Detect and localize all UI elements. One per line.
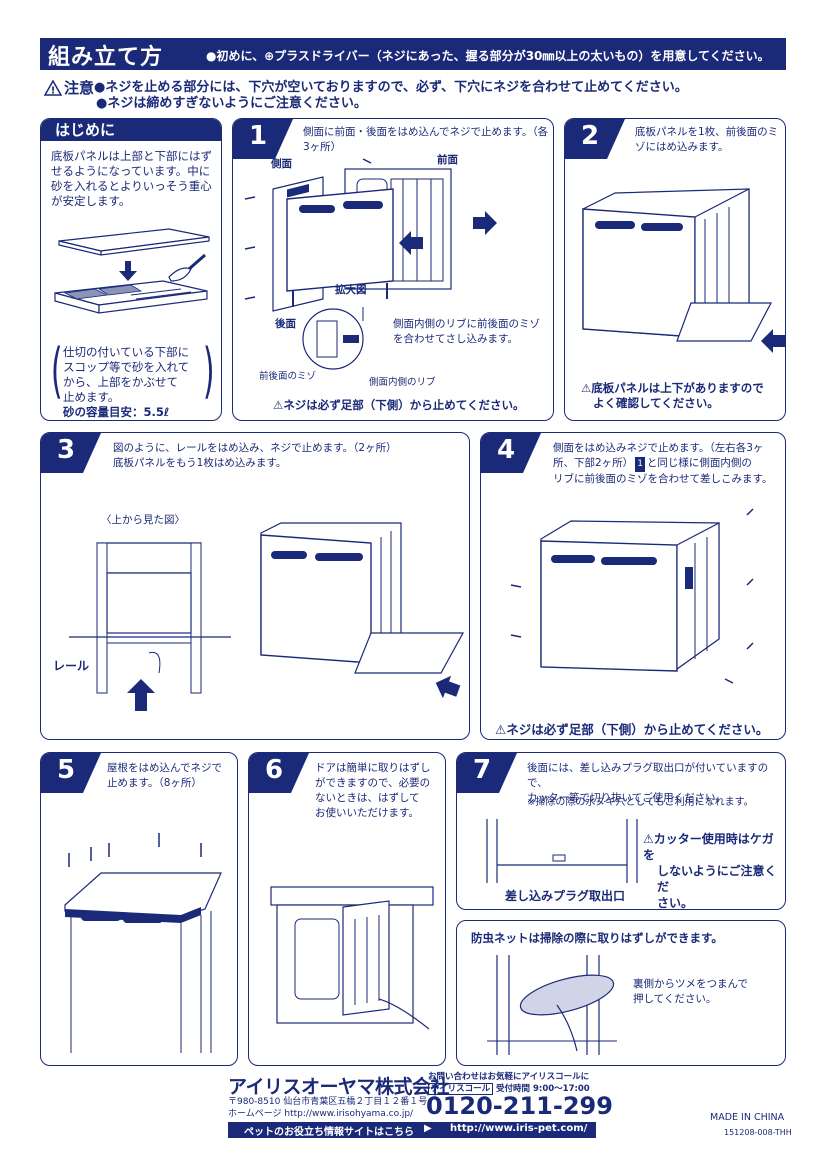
step5-number: 5	[57, 755, 76, 785]
intro-text: 底板パネルは上部と下部にはずせるようになっています。中に砂を入れるとよりいっそう…	[51, 149, 212, 208]
step1-number: 1	[249, 121, 268, 151]
call-info: アイリスコール 受付時間 9:00～17:00	[428, 1082, 590, 1095]
step4-warning: ⚠ネジは必ず足部（下側）から止めてください。	[495, 722, 769, 737]
step2-warning: ⚠底板パネルは上下がありますので よく確認してください。	[581, 381, 764, 410]
label-plug: 差し込みプラグ取出口	[505, 889, 626, 903]
rib-note: 側面内側のリブに前後面のミゾを合わせてさし込みます。	[393, 318, 540, 345]
warning-icon: ⚠	[643, 832, 654, 846]
net-title: 防虫ネットは掃除の際に取りはずしができます。	[471, 931, 723, 945]
step1-ref-icon: 1	[635, 457, 645, 472]
petsite-label: ペットのお役立ち情報サイトはこちら	[244, 1127, 414, 1138]
step2-panel: 2 底板パネルを1枚、前後面のミゾにはめ込みます。 ⚠底板パネルは上下があります…	[564, 118, 786, 421]
step5-text: 屋根をはめ込んでネジで 止めます。（8ヶ所）	[107, 762, 222, 789]
page-subtitle: ●初めに、⊕プラスドライバー（ネジにあった、握る部分が30㎜以上の太いもの）を用…	[206, 49, 770, 63]
step6-illustration	[270, 886, 434, 1030]
warning-icon: ⚠	[273, 398, 284, 412]
step1-text: 側面に前面・後面をはめ込んでネジで止めます。（各3ヶ所）	[303, 126, 549, 153]
caution-line1: ●ネジを止める部分には、下穴が空いておりますので、必ず、下穴にネジを合わせて止め…	[94, 80, 688, 95]
step1-panel: 1 側面に前面・後面をはめ込んでネジで止めます。（各3ヶ所） 側面 前面 拡大図…	[232, 118, 554, 421]
net-text: 裏側からツメをつまんで 押してください。	[633, 978, 748, 1005]
step7-panel: 7 後面には、差し込みプラグ取出口が付いていますので、 カッター等で切り抜いてご…	[456, 752, 786, 910]
sand-volume: 砂の容量目安：5.5ℓ	[63, 405, 170, 419]
intro-sand-text: 仕切の付いている下部に スコップ等で砂を入れて から、上部をかぶせて 止めます。…	[63, 345, 203, 420]
step4-illustration	[510, 508, 754, 684]
label-rib: 側面内側のリブ	[369, 377, 436, 388]
step7-illustration	[486, 819, 638, 883]
step5-illustration	[64, 833, 222, 1053]
label-side: 側面	[271, 158, 292, 170]
label-rail: レール	[53, 659, 90, 673]
step1-warning: ⚠ネジは必ず足部（下側）から止めてください。	[273, 398, 525, 412]
label-front: 前面	[437, 154, 458, 166]
step5-panel: 5 屋根をはめ込んでネジで 止めます。（8ヶ所）	[40, 752, 238, 1066]
petsite-url[interactable]: http://www.iris-pet.com/	[450, 1123, 588, 1134]
step2-text: 底板パネルを1枚、前後面のミゾにはめ込みます。	[635, 126, 779, 153]
net-illustration	[487, 955, 617, 1055]
warning-icon: !	[43, 79, 63, 97]
warning-icon: ⚠	[581, 381, 592, 395]
step2-number: 2	[581, 121, 600, 151]
intro-paren-left: (	[50, 336, 63, 406]
step4-number: 4	[497, 435, 516, 465]
step3-topview-illustration	[69, 542, 231, 711]
inquiry-text: お問い合わせはお気軽にアイリスコールに	[428, 1072, 590, 1082]
step3-text: 図のように、レールをはめ込み、ネジで止めます。（2ヶ所） 底板パネルをもう1枚は…	[113, 442, 397, 469]
call-hours: 受付時間 9:00～17:00	[496, 1084, 590, 1094]
page-title: 組み立て方	[48, 45, 164, 70]
step6-text: ドアは簡単に取りはずし ができますので、必要の ないときは、はずして お使いいた…	[315, 762, 431, 819]
step3-panel: 3 図のように、レールをはめ込み、ネジで止めます。（2ヶ所） 底板パネルをもう1…	[40, 432, 470, 740]
label-back: 後面	[275, 318, 296, 330]
step6-panel: 6 ドアは簡単に取りはずし ができますので、必要の ないときは、はずして お使い…	[248, 752, 446, 1066]
product-code: 151208-008-THH	[724, 1128, 792, 1137]
call-name: アイリスコール	[428, 1083, 494, 1095]
step2-illustration	[582, 188, 785, 353]
step6-number: 6	[265, 755, 284, 785]
intro-panel: はじめに 底板パネルは上部と下部にはずせるようになっています。中に砂を入れるとよ…	[40, 118, 222, 421]
label-groove: 前後面のミゾ	[259, 371, 317, 382]
petsite-bar: ペットのお役立ち情報サイトはこちら ▶ http://www.iris-pet.…	[228, 1122, 596, 1138]
step7-warning: ⚠カッター使用時はケガを しないようにご注意くだ さい。	[643, 832, 777, 910]
caution-block: ! 注意 ●ネジを止める部分には、下穴が空いておりますので、必ず、下穴にネジを合…	[43, 79, 688, 112]
net-panel: 防虫ネットは掃除の際に取りはずしができます。 裏側からツメをつまんで 押してくだ…	[456, 920, 786, 1066]
made-in: MADE IN CHINA	[710, 1112, 785, 1123]
intro-paren-right: )	[202, 336, 215, 406]
intro-title: はじめに	[55, 121, 116, 139]
svg-text:!: !	[51, 86, 56, 97]
caution-line2: ●ネジは締めすぎないようにご注意ください。	[96, 96, 367, 111]
company-homepage: ホームページ http://www.irisohyama.co.jp/	[228, 1109, 414, 1119]
topview-label: 〈上から見た図〉	[101, 514, 185, 526]
phone-number[interactable]: 0120-211-299	[426, 1092, 613, 1120]
warning-icon: ⚠	[495, 722, 507, 737]
company-name: アイリスオーヤマ株式会社	[228, 1076, 450, 1098]
caution-label: 注意	[64, 79, 95, 97]
step7-note: ※掃除の際の水ヌキ穴としてもご利用になれます。	[527, 797, 754, 808]
step7-text: 後面には、差し込みプラグ取出口が付いていますので、 カッター等で切り抜いてご使用…	[527, 762, 769, 804]
step7-number: 7	[473, 755, 492, 785]
step3-number: 3	[57, 435, 76, 465]
title-bar: 組み立て方 ●初めに、⊕プラスドライバー（ネジにあった、握る部分が30㎜以上の太…	[40, 38, 786, 70]
label-zoom: 拡大図	[335, 284, 367, 296]
company-address: 〒980-8510 仙台市青葉区五橋２丁目１２番１号	[228, 1097, 428, 1107]
base-panel-illustration	[54, 228, 210, 314]
step1-illustration	[244, 158, 497, 370]
petsite-arrow-icon: ▶	[424, 1123, 432, 1134]
step3-assembly-illustration	[260, 522, 465, 699]
